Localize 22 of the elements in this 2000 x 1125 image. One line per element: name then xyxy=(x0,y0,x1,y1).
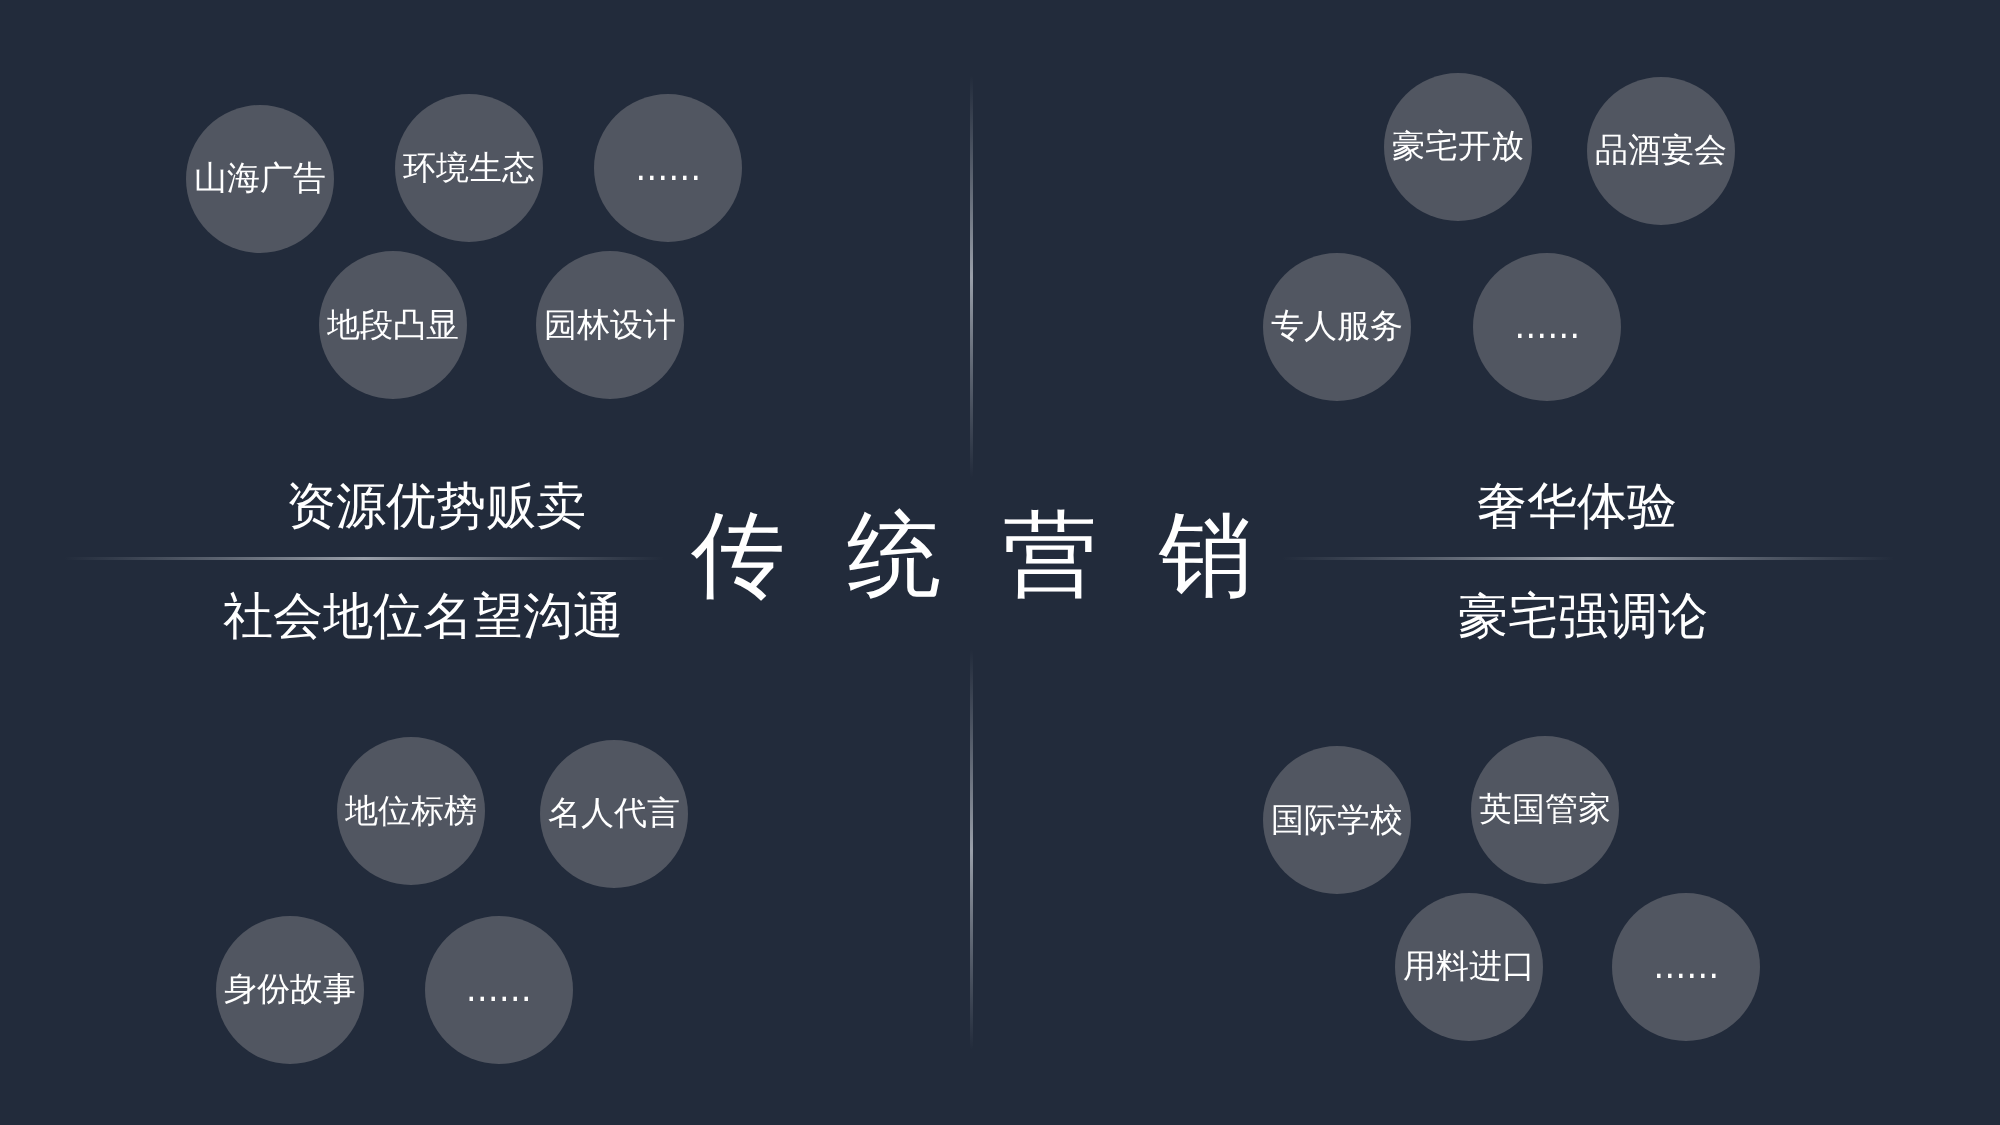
quadrant-heading: 奢华体验 xyxy=(1476,475,1677,537)
circle-text: 品酒宴会 xyxy=(1594,129,1727,171)
circle-text: …… xyxy=(465,970,532,1010)
circle-text: 地段凸显 xyxy=(326,303,459,346)
quadrant-heading: 资源优势贩卖 xyxy=(286,475,587,537)
circle-text: 英国管家 xyxy=(1478,788,1611,831)
quadrant-heading: 豪宅强调论 xyxy=(1457,585,1708,647)
circle-text: 豪宅开放 xyxy=(1391,125,1524,168)
circle-text: 园林设计 xyxy=(543,303,676,346)
circle-text: 用料进口 xyxy=(1403,945,1536,988)
circle-text: 环境生态 xyxy=(403,146,536,189)
circle-text: 国际学校 xyxy=(1270,798,1403,841)
circle-text: …… xyxy=(1653,947,1720,987)
circle-text: 名人代言 xyxy=(547,792,680,835)
circle-text: 地位标榜 xyxy=(344,789,477,832)
circle-text: …… xyxy=(1514,307,1581,346)
title: 传统营销 xyxy=(690,498,1315,611)
circle-text: …… xyxy=(635,148,702,188)
circle-text: 山海广告 xyxy=(194,157,327,200)
quadrant-heading: 社会地位名望沟通 xyxy=(223,585,624,647)
circle-text: 身份故事 xyxy=(223,968,356,1011)
circle-text: 专人服务 xyxy=(1270,305,1403,347)
